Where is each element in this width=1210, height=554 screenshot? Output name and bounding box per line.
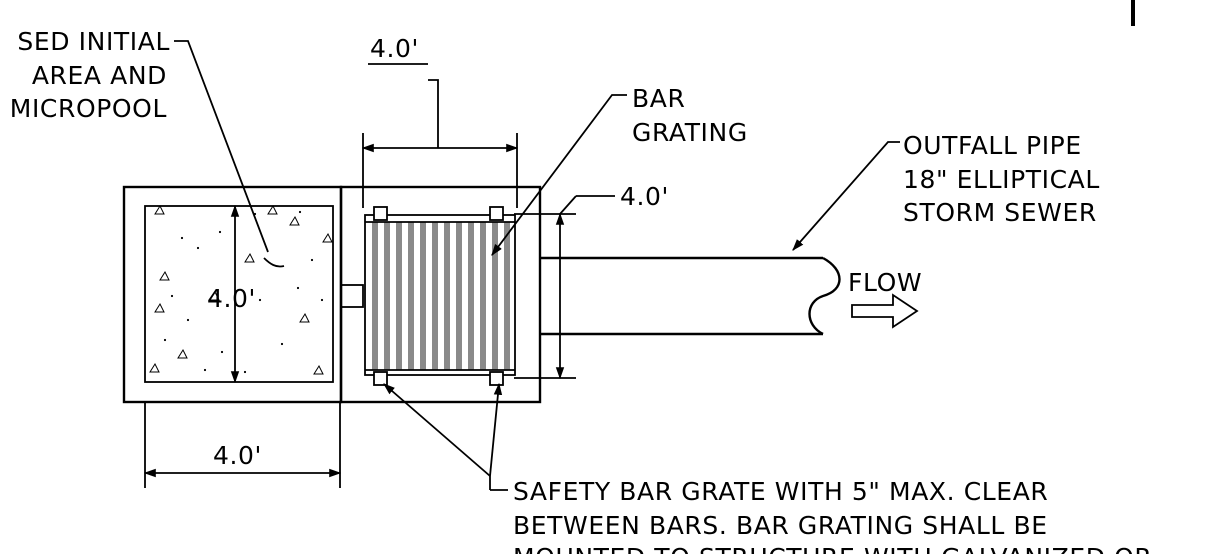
- micropool-note-line-2: AREA AND: [32, 61, 167, 90]
- bar-grating-note-line-1: BAR: [632, 84, 685, 113]
- dim-grate-width: [361, 63, 519, 208]
- outfall-note-line-3: STORM SEWER: [903, 198, 1097, 227]
- safety-note: SAFETY BAR GRATE WITH 5" MAX. CLEAR BETW…: [513, 477, 1152, 554]
- dim-grate-height: [514, 195, 615, 380]
- flow-arrow-icon: [851, 293, 919, 329]
- micropool-note-line-3: MICROPOOL: [10, 94, 167, 123]
- bar-grating-leader: [491, 94, 627, 256]
- flow-label: FLOW: [848, 268, 922, 297]
- outfall-note-line-2: 18" ELLIPTICAL: [903, 165, 1100, 194]
- outfall-pipe: [540, 256, 841, 336]
- micropool-note: SED INITIAL AREA AND MICROPOOL: [10, 27, 170, 123]
- safety-note-line-3: MOUNTED TO STRUCTURE WITH GALVANIZED OR: [513, 543, 1152, 554]
- bar-grating: [364, 214, 516, 376]
- micropool-leader: [174, 40, 269, 253]
- grate-mounting-clips: [373, 206, 504, 386]
- micropool-width-dim-label: 4.0': [213, 441, 262, 470]
- weir-opening: [340, 284, 364, 308]
- outfall-leader: [792, 141, 900, 251]
- micropool-note-line-1: SED INITIAL: [17, 27, 170, 56]
- pipe-break-icon: [808, 256, 841, 336]
- grate-height-dim-label: 4.0': [620, 182, 669, 211]
- outfall-note-line-1: OUTFALL PIPE: [903, 131, 1082, 160]
- grating-bars: [372, 222, 510, 370]
- bar-grating-note-line-2: GRATING: [632, 118, 748, 147]
- outfall-note: OUTFALL PIPE 18" ELLIPTICAL STORM SEWER: [903, 131, 1100, 227]
- micropool-height-dim-label: 4.0': [207, 284, 256, 313]
- dim-micropool-width: [143, 402, 342, 488]
- bar-grating-note: BAR GRATING: [632, 84, 748, 147]
- safety-note-leaders: [383, 382, 508, 491]
- safety-note-line-2: BETWEEN BARS. BAR GRATING SHALL BE: [513, 511, 1048, 540]
- micropool-dots: [163, 210, 324, 374]
- safety-note-line-1: SAFETY BAR GRATE WITH 5" MAX. CLEAR: [513, 477, 1048, 506]
- micropool-stipple: [149, 204, 333, 375]
- grate-width-dim-label: 4.0': [370, 34, 419, 63]
